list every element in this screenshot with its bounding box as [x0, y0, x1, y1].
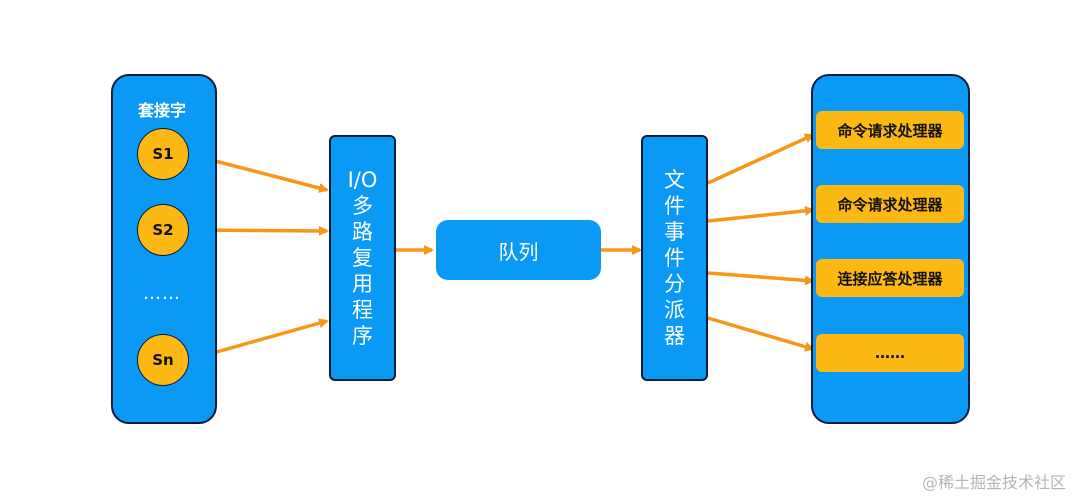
queue-box: 队列	[436, 220, 601, 280]
dispatcher-char: 件	[664, 193, 685, 218]
dispatcher-char: 器	[664, 324, 685, 349]
io-multiplexer-char: 复	[352, 245, 373, 270]
socket-sn: Sn	[137, 334, 189, 386]
arrow-dispatcher-to-handler3	[707, 271, 815, 286]
queue-label: 队列	[498, 239, 539, 264]
watermark: @稀土掘金技术社区	[921, 473, 1066, 492]
io-multiplexer-char: 用	[352, 272, 373, 297]
io-multiplexer-char: 程	[352, 298, 373, 323]
dispatcher-char: 事	[664, 219, 685, 244]
io-multiplexer-char: 序	[352, 324, 373, 349]
dispatcher-char: 件	[664, 245, 685, 270]
file-event-dispatcher-box: 文 件 事 件 分 派 器	[641, 135, 708, 381]
dispatcher-char: 分	[664, 272, 685, 297]
io-multiplexer-char: 路	[352, 219, 373, 244]
handler-command-request-2: 命令请求处理器	[816, 185, 964, 223]
handler-ellipsis: ……	[816, 334, 964, 372]
dispatcher-char: 文	[664, 167, 685, 192]
io-multiplexer-char: I/O	[347, 167, 378, 192]
dispatcher-char: 派	[664, 298, 685, 323]
socket-panel-title: 套接字	[138, 101, 187, 120]
handler-connection-accept: 连接应答处理器	[816, 259, 964, 297]
handler-command-request-1: 命令请求处理器	[816, 111, 964, 149]
arrow-dispatcher-to-handler2	[707, 205, 815, 223]
socket-s2: S2	[137, 204, 189, 256]
socket-s1: S1	[137, 128, 189, 180]
arrow-dispatcher-to-handler4	[707, 316, 815, 352]
arrow-dispatcher-to-handler1	[707, 133, 815, 185]
io-multiplexer-box: I/O 多 路 复 用 程 序	[329, 135, 396, 381]
socket-ellipsis: ……	[143, 283, 181, 304]
io-multiplexer-char: 多	[352, 193, 373, 218]
